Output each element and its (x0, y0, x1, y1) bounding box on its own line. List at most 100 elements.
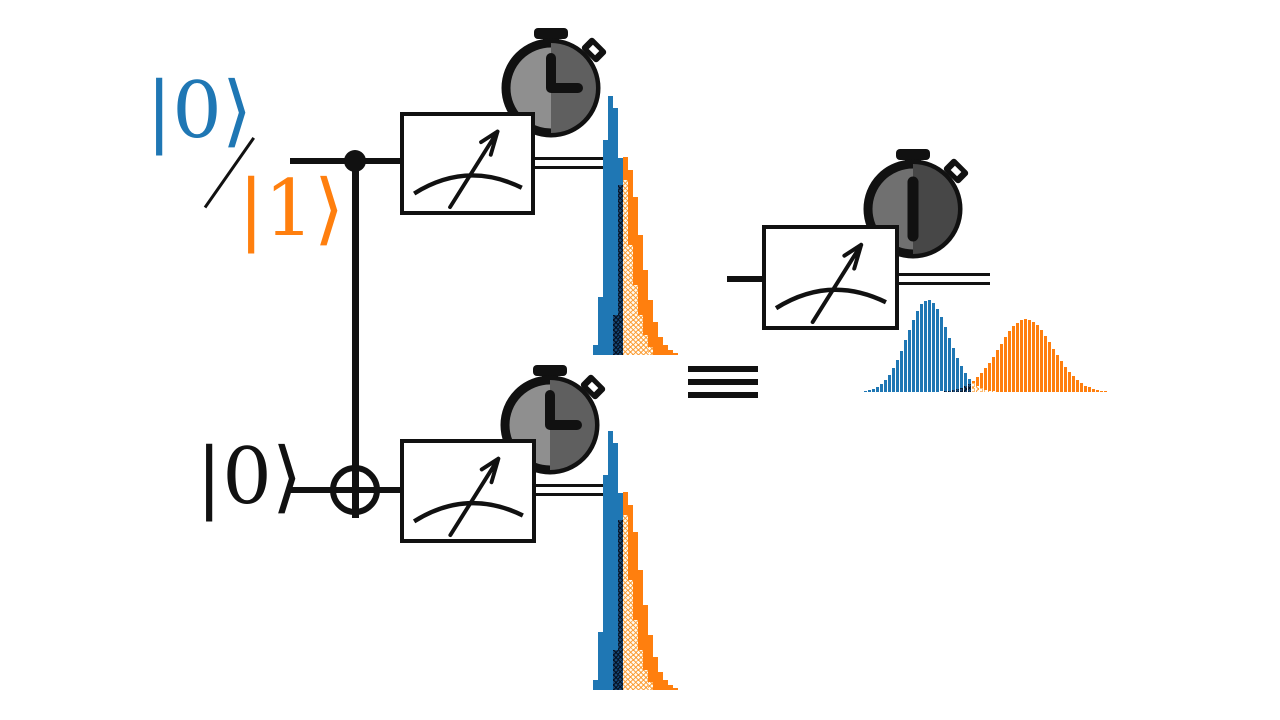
histogram-bar (643, 605, 648, 670)
histogram-bar (864, 390, 867, 392)
histogram-bar (1096, 389, 1099, 392)
histogram-bar (623, 180, 628, 355)
histogram-bar (904, 340, 907, 392)
histogram-bar (1012, 326, 1015, 392)
histogram-bar (643, 335, 648, 355)
histogram-bar (638, 315, 643, 355)
histogram-bar (628, 505, 633, 580)
histogram-bar (980, 373, 983, 389)
control-state-one-label: |1⟩ (238, 164, 345, 254)
histogram-bar (1100, 390, 1103, 392)
histogram-bar (623, 515, 628, 690)
histogram-bar (1060, 361, 1063, 392)
histogram-bar (1064, 366, 1067, 392)
histogram-bar (984, 368, 987, 390)
gauge-icon (774, 242, 887, 325)
stopwatch-side-button (581, 37, 607, 63)
histogram-bar (1004, 337, 1007, 392)
histogram-bar (888, 374, 891, 392)
histogram-bar (608, 431, 613, 690)
histogram-bar (648, 635, 653, 682)
histogram-bar (618, 493, 623, 520)
histogram-bar (900, 350, 903, 392)
equivalent-input-wire (727, 276, 763, 282)
histogram-bar (972, 383, 975, 392)
gauge-icon (413, 129, 523, 210)
histogram-bar (916, 310, 919, 392)
histogram-bar (603, 475, 608, 690)
histogram-bar (896, 359, 899, 392)
histogram-bar (628, 580, 633, 690)
histogram-bar (948, 337, 951, 391)
histogram-bar (628, 245, 633, 355)
histogram-bar (1020, 320, 1023, 392)
histogram-bar (613, 443, 618, 650)
histogram-bar (648, 300, 653, 347)
histogram-bar (633, 285, 638, 355)
histogram-bar (643, 270, 648, 335)
histogram-bar (1104, 391, 1107, 392)
equivalence-bar (688, 379, 758, 385)
histogram-bar (924, 300, 927, 392)
histogram-bar (884, 380, 887, 392)
histogram-bar (1036, 325, 1039, 392)
histogram-bar (960, 387, 963, 392)
histogram-bar (633, 532, 638, 620)
histogram-bar (1084, 385, 1087, 392)
classical-wire-control (535, 157, 605, 169)
histogram-bar (984, 389, 987, 392)
stopwatch-cap (896, 149, 930, 160)
histogram-bar (673, 688, 678, 690)
histogram-bar (633, 197, 638, 285)
histogram-bar (593, 680, 598, 690)
histogram-bar (608, 96, 613, 355)
histogram-bar (1080, 383, 1083, 392)
histogram-bar (876, 386, 879, 392)
histogram-bar (1076, 380, 1079, 392)
histogram-bar (976, 377, 979, 387)
histogram-bar (1040, 330, 1043, 392)
histogram-bar (948, 390, 951, 392)
stopwatch-side-button (580, 374, 606, 400)
histogram-bar (1052, 348, 1055, 392)
histogram-bar (908, 329, 911, 392)
histogram-bar (928, 300, 931, 392)
histogram-bar (613, 315, 618, 355)
stopwatch-cap (534, 28, 568, 39)
measurement-meter-target (400, 439, 536, 543)
histogram-bar (964, 373, 967, 387)
stopwatch-hands (546, 53, 583, 93)
histogram-bar (956, 357, 959, 390)
histogram-bar (643, 670, 648, 690)
gauge-icon (412, 456, 524, 538)
histogram-bar (1092, 388, 1095, 392)
measurement-meter-control (400, 112, 535, 215)
histogram-bar (976, 386, 979, 392)
classical-wire-equivalent (896, 273, 990, 285)
histogram-bar (663, 680, 668, 690)
histogram-control-qubit (593, 96, 685, 355)
histogram-bar (944, 391, 947, 392)
histogram-bar (1048, 342, 1051, 392)
histogram-bar (633, 620, 638, 690)
histogram-bar (603, 140, 608, 355)
stopwatch-face-shade (913, 164, 958, 254)
histogram-bar (996, 350, 999, 392)
cnot-target-icon (330, 465, 380, 515)
histogram-bar (613, 108, 618, 315)
histogram-bar (1088, 387, 1091, 392)
histogram-bar (598, 632, 603, 690)
histogram-bar (968, 378, 971, 384)
histogram-bar (940, 317, 943, 392)
histogram-bar (944, 327, 947, 392)
equivalence-bar (688, 366, 758, 372)
histogram-bar (1056, 355, 1059, 392)
histogram-bar (623, 157, 628, 180)
histogram-bar (868, 390, 871, 392)
histogram-bar (956, 389, 959, 392)
histogram-target-qubit (593, 431, 685, 690)
histogram-bar (673, 353, 678, 355)
histogram-bar (936, 308, 939, 392)
histogram-bar (668, 685, 673, 690)
